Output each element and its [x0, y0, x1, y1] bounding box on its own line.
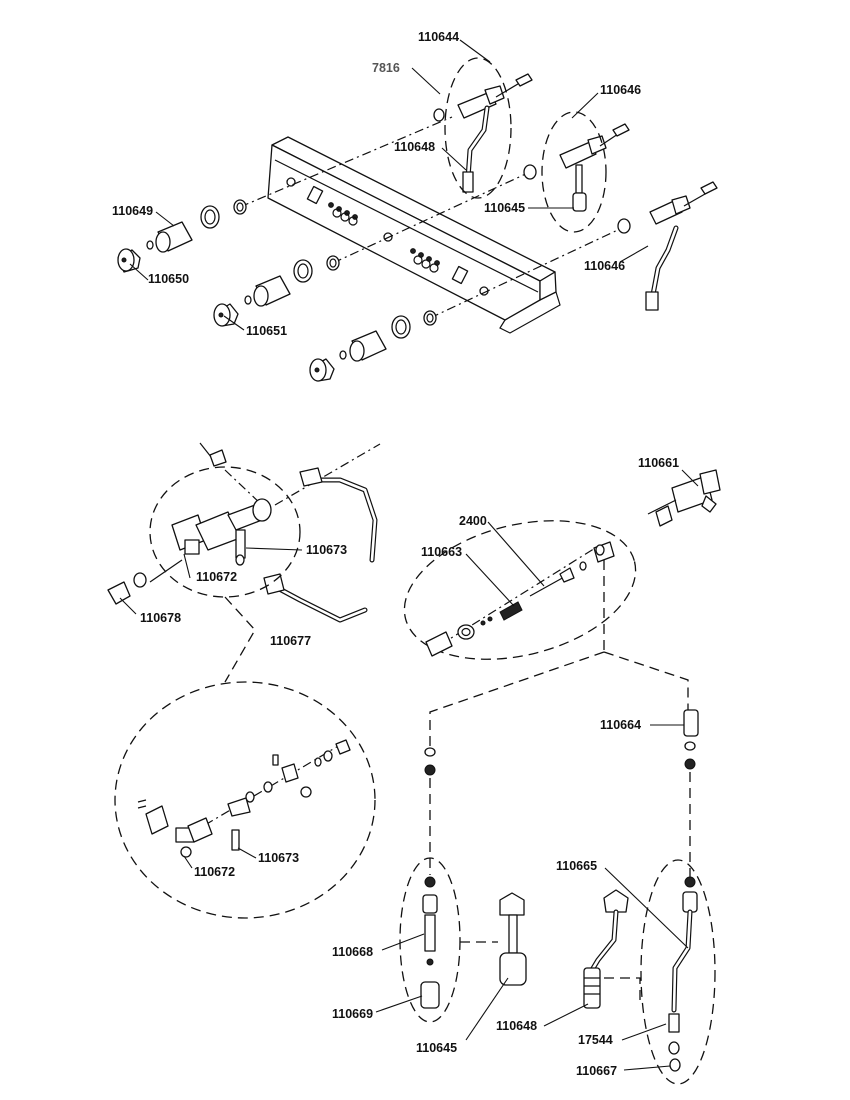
callout-110678: 110678	[140, 611, 181, 625]
group-110646	[541, 111, 607, 233]
group-110672	[149, 466, 301, 598]
group-110644	[444, 57, 512, 199]
valve-110646-lower	[617, 181, 718, 311]
callout-110648-bottom: 110648	[496, 1019, 537, 1033]
hose-chain-right	[668, 709, 699, 1072]
callout-110672-bottom: 110672	[194, 865, 235, 879]
callout-2400: 2400	[459, 514, 487, 528]
callout-110665: 110665	[556, 859, 597, 873]
callout-110644: 110644	[418, 30, 459, 44]
valve-110644	[433, 73, 533, 193]
callout-110664: 110664	[600, 718, 641, 732]
callout-110667: 110667	[576, 1064, 617, 1078]
group-110665	[640, 859, 716, 1085]
callout-110651: 110651	[246, 324, 287, 338]
callout-110672-top: 110672	[196, 570, 237, 584]
group-link-17544	[604, 977, 641, 1005]
callout-110668: 110668	[332, 945, 373, 959]
solenoid-valve-assembly	[107, 442, 381, 623]
group-110677-detail	[114, 681, 376, 919]
group-link-110677	[224, 596, 256, 683]
callout-17544: 17544	[578, 1033, 613, 1047]
knob-assembly-1	[117, 116, 453, 273]
callout-110673-bottom: 110673	[258, 851, 299, 865]
steam-valve-110661	[647, 469, 721, 527]
callout-110645-top: 110645	[484, 201, 525, 215]
callout-110646-top: 110646	[600, 83, 641, 97]
callout-110646-right: 110646	[584, 259, 625, 273]
callout-110648-top: 110648	[394, 140, 435, 154]
callout-110669: 110669	[332, 1007, 373, 1021]
callout-110677: 110677	[270, 634, 311, 648]
branch-connector	[429, 560, 689, 750]
knob-assembly-3	[309, 227, 623, 382]
callout-110661: 110661	[638, 456, 679, 470]
callout-110645-bottom: 110645	[416, 1041, 457, 1055]
valve-110646-upper	[523, 123, 630, 212]
callout-110649: 110649	[112, 204, 153, 218]
callout-110673-top: 110673	[306, 543, 347, 557]
control-panel	[267, 136, 561, 334]
part-110645-bottom	[499, 892, 527, 986]
callout-7816: 7816	[372, 61, 400, 75]
part-110648-bottom	[583, 889, 629, 1009]
solenoid-exploded	[137, 739, 351, 858]
callout-110650: 110650	[148, 272, 189, 286]
steam-valve-exploded	[425, 541, 615, 657]
group-110668	[399, 857, 461, 1023]
leader-lines	[119, 39, 699, 1071]
callout-labels: 110644 7816 110646 110648 110649 110645 …	[112, 30, 679, 1078]
hose-chain-left	[420, 747, 440, 1009]
knob-assembly-2	[213, 171, 531, 327]
callout-110663: 110663	[421, 545, 462, 559]
